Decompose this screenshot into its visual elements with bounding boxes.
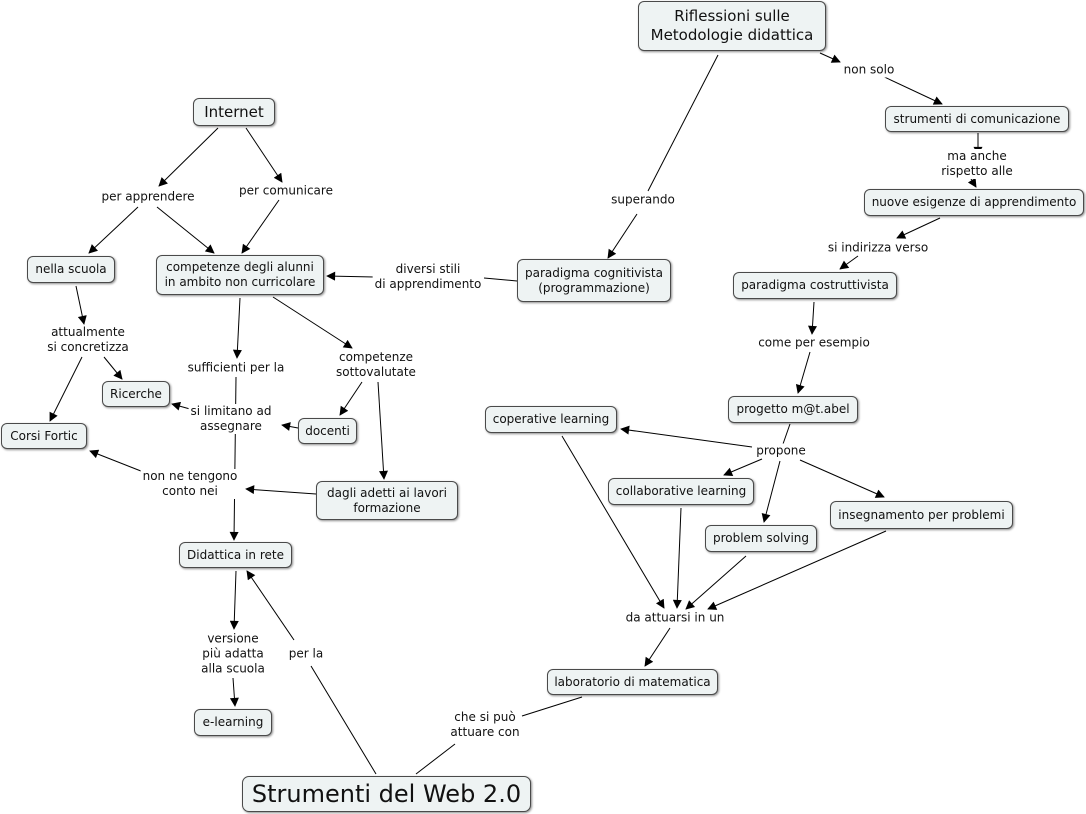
connector-attualmente-corsi <box>49 356 83 422</box>
connector-perla-didattica <box>246 570 295 641</box>
connector-versione-elearning <box>229 677 239 707</box>
connector-didattica-versione <box>229 570 239 630</box>
connector-internet-percomunicare <box>245 127 283 183</box>
link-label-da-attuarsi: da attuarsi in un <box>623 610 727 626</box>
connector-silimitano-ricerche <box>171 401 191 411</box>
connector-riflessioni-nonsolo <box>819 52 841 63</box>
connector-propone-insegnamento <box>799 459 885 498</box>
connector-dagliadetti-nonnetengono <box>245 485 317 495</box>
connector-chesipuo-strumenti <box>415 743 456 775</box>
node-e-learning[interactable]: e-learning <box>194 709 272 736</box>
node-internet[interactable]: Internet <box>193 98 275 126</box>
connector-comeper-progetto <box>795 351 811 394</box>
node-strumenti-web[interactable]: Strumenti del Web 2.0 <box>242 776 531 812</box>
connector-propone-problem <box>761 460 781 523</box>
connector-propone-coperative <box>620 425 753 448</box>
connector-sottovalutate-dagliadetti <box>377 381 388 480</box>
connector-riflessioni-superando <box>647 54 719 192</box>
connector-costruttivista-comeper <box>808 301 817 335</box>
node-corsi-fortic[interactable]: Corsi Fortic <box>1 423 87 449</box>
connector-attualmente-ricerche <box>103 356 123 380</box>
node-riflessioni[interactable]: Riflessioni sulle Metodologie didattica <box>638 1 826 51</box>
connector-nellascuola-attualmente <box>75 285 87 325</box>
connector-percomunicare-competenze <box>241 199 280 254</box>
connector-sufficienti-didattica <box>229 376 239 541</box>
link-label-si-indirizza: si indirizza verso <box>825 240 931 256</box>
connector-siindirizza-costruttivista <box>839 255 859 270</box>
connector-diversistili-competenze <box>326 271 375 281</box>
connector-nonnetengono-corsi <box>89 449 147 474</box>
node-laboratorio-matematica[interactable]: laboratorio di matematica <box>547 669 718 695</box>
link-label-non-ne-tengono: non ne tengono conto nei <box>140 469 240 499</box>
connector-propone-collaborative <box>723 458 763 477</box>
connector-competenze-sufficienti <box>232 297 242 359</box>
link-label-competenze-sottovalutate: competenze sottovalutate <box>334 350 418 380</box>
link-label-propone: propone <box>754 443 808 459</box>
connector-coperative-daattuarsi <box>561 435 665 609</box>
connector-nonsolo-strumenti <box>877 73 943 105</box>
link-label-attualmente: attualmente si concretizza <box>45 325 131 355</box>
link-label-diversi-stili: diversi stili di apprendimento <box>372 262 484 292</box>
connector-problem-daattuarsi <box>685 555 747 610</box>
link-label-non-solo: non solo <box>841 62 897 78</box>
node-collaborative-learning[interactable]: collaborative learning <box>608 478 754 505</box>
link-label-per-comunicare: per comunicare <box>237 183 335 199</box>
link-label-superando: superando <box>609 192 677 208</box>
link-label-come-per-esempio: come per esempio <box>756 335 872 351</box>
node-ricerche[interactable]: Ricerche <box>102 381 170 407</box>
link-label-che-si-puo: che si può attuare con <box>448 710 522 740</box>
link-label-versione: versione più adatta alla scuola <box>199 631 267 677</box>
node-competenze-alunni[interactable]: competenze degli alunni in ambito non cu… <box>156 255 324 295</box>
connector-internet-perapprendere <box>158 127 219 187</box>
connector-cognitivista-diversistili <box>483 277 518 282</box>
node-coperative-learning[interactable]: coperative learning <box>485 406 617 433</box>
link-label-per-apprendere: per apprendere <box>99 189 197 205</box>
node-insegnamento-problemi[interactable]: insegnamento per problemi <box>830 501 1013 529</box>
connector-superando-cognitivista <box>607 213 638 259</box>
node-paradigma-cognitivista[interactable]: paradigma cognitivista (programmazione) <box>517 259 671 302</box>
connector-perapprendere-nellascuola <box>88 206 139 254</box>
node-strumenti-comunicazione[interactable]: strumenti di comunicazione <box>885 106 1069 132</box>
link-label-sufficienti: sufficienti per la <box>185 360 287 376</box>
node-paradigma-costruttivista[interactable]: paradigma costruttivista <box>733 272 897 299</box>
node-docenti[interactable]: docenti <box>298 418 357 444</box>
node-problem-solving[interactable]: problem solving <box>705 525 817 552</box>
connector-perapprendere-competenze <box>156 206 215 254</box>
node-progetto-mabel[interactable]: progetto m@t.abel <box>728 396 858 423</box>
link-label-ma-anche: ma anche rispetto alle <box>922 149 1032 179</box>
connector-progetto-propone <box>782 423 791 445</box>
connector-nuove-siindirizza <box>896 217 941 239</box>
node-nella-scuola[interactable]: nella scuola <box>27 256 115 283</box>
connector-collaborative-daattuarsi <box>672 507 682 609</box>
connector-competenze-sottovalutate <box>272 296 353 349</box>
connector-laboratorio-chesipuo <box>521 696 583 717</box>
connector-sottovalutate-docenti <box>339 381 363 416</box>
connector-docenti-silimitano <box>281 422 299 431</box>
node-nuove-esigenze[interactable]: nuove esigenze di apprendimento <box>864 189 1084 216</box>
link-label-si-limitano: si limitano ad assegnare <box>188 404 274 434</box>
node-dagli-adetti[interactable]: dagli adetti ai lavori formazione <box>316 481 458 520</box>
link-label-per-la: per la <box>286 646 326 662</box>
node-didattica-rete[interactable]: Didattica in rete <box>179 542 292 568</box>
connector-strumenti-perla <box>310 665 377 775</box>
connector-insegnamento-daattuarsi <box>707 530 887 610</box>
connector-daattuarsi-laboratorio <box>644 627 671 667</box>
